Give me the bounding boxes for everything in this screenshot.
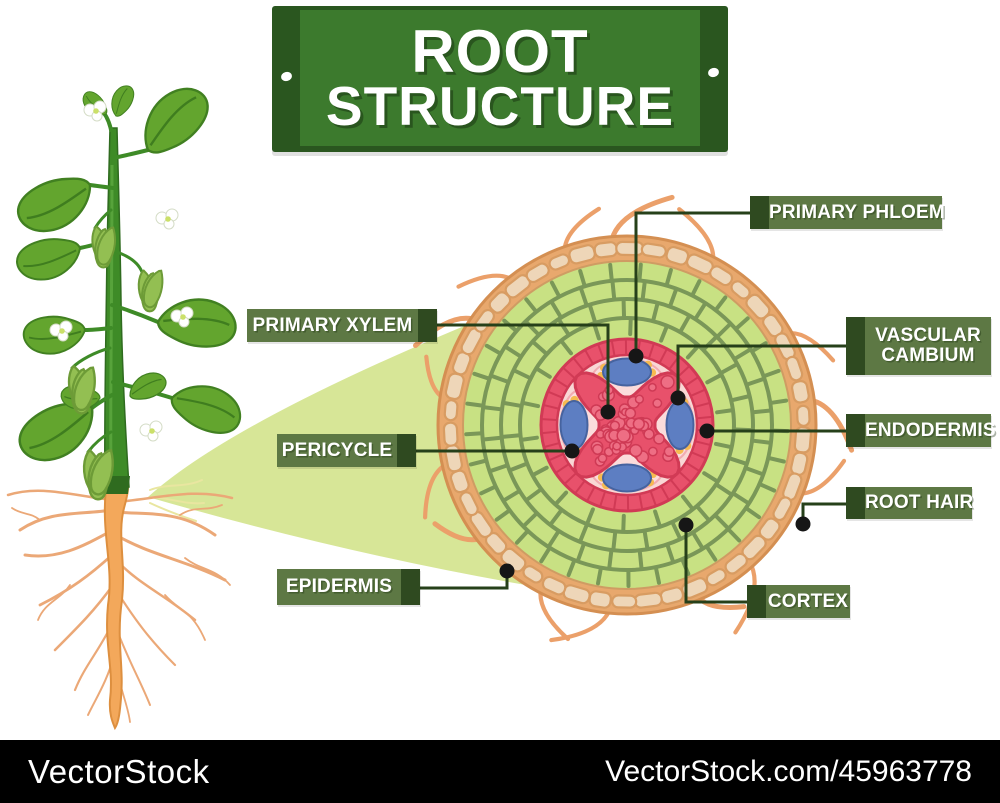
stele-ring-cells bbox=[542, 339, 712, 511]
callout-label: VASCULAR CAMBIUM bbox=[875, 325, 981, 366]
callout-endodermis: ENDODERMIS bbox=[846, 414, 996, 447]
callout-pericycle: PERICYCLE bbox=[277, 434, 416, 467]
callout-label: ROOT HAIR bbox=[865, 492, 974, 514]
callout-tab bbox=[846, 487, 865, 519]
leaves bbox=[10, 77, 250, 470]
callout-root-hair: ROOT HAIR bbox=[846, 487, 974, 519]
callout-tab bbox=[846, 317, 865, 375]
watermark-bar: VectorStock VectorStock.com/45963778 bbox=[0, 740, 1000, 803]
callout-tab bbox=[846, 414, 865, 447]
callout-tab bbox=[750, 196, 769, 229]
callout-cortex: CORTEX bbox=[747, 585, 850, 618]
callout-tab bbox=[747, 585, 766, 618]
leader-dots bbox=[499, 348, 811, 579]
plant-illustration bbox=[6, 77, 250, 731]
page-title-line2: STRUCTURE bbox=[325, 75, 675, 138]
callout-primary-xylem: PRIMARY XYLEM bbox=[247, 309, 437, 342]
callout-label: PRIMARY PHLOEM bbox=[769, 201, 945, 223]
screw-icon bbox=[280, 70, 293, 83]
screw-icon bbox=[707, 66, 720, 79]
epidermis-cells bbox=[442, 240, 813, 609]
callout-vascular-cambium: VASCULAR CAMBIUM bbox=[846, 317, 991, 375]
watermark-logo: VectorStock bbox=[28, 752, 210, 790]
callout-tab bbox=[418, 309, 437, 342]
xylem-cells bbox=[590, 374, 675, 467]
callout-label: PERICYCLE bbox=[281, 439, 393, 461]
callout-label: EPIDERMIS bbox=[285, 576, 393, 598]
callout-tab bbox=[397, 434, 416, 467]
taproot bbox=[103, 487, 130, 731]
callout-label: CORTEX bbox=[767, 590, 849, 612]
callout-epidermis: EPIDERMIS bbox=[277, 569, 420, 605]
root-cross-section bbox=[413, 194, 855, 643]
title-sign: ROOT STRUCTURE bbox=[272, 6, 728, 152]
watermark-url: VectorStock.com/45963778 bbox=[605, 754, 972, 788]
title-sign-panel: ROOT STRUCTURE bbox=[300, 10, 700, 146]
page-title-line1: ROOT bbox=[411, 18, 589, 86]
callout-label: PRIMARY XYLEM bbox=[252, 314, 413, 336]
callout-primary-phloem: PRIMARY PHLOEM bbox=[750, 196, 945, 229]
callout-label: ENDODERMIS bbox=[865, 419, 996, 441]
callout-tab bbox=[401, 569, 420, 605]
